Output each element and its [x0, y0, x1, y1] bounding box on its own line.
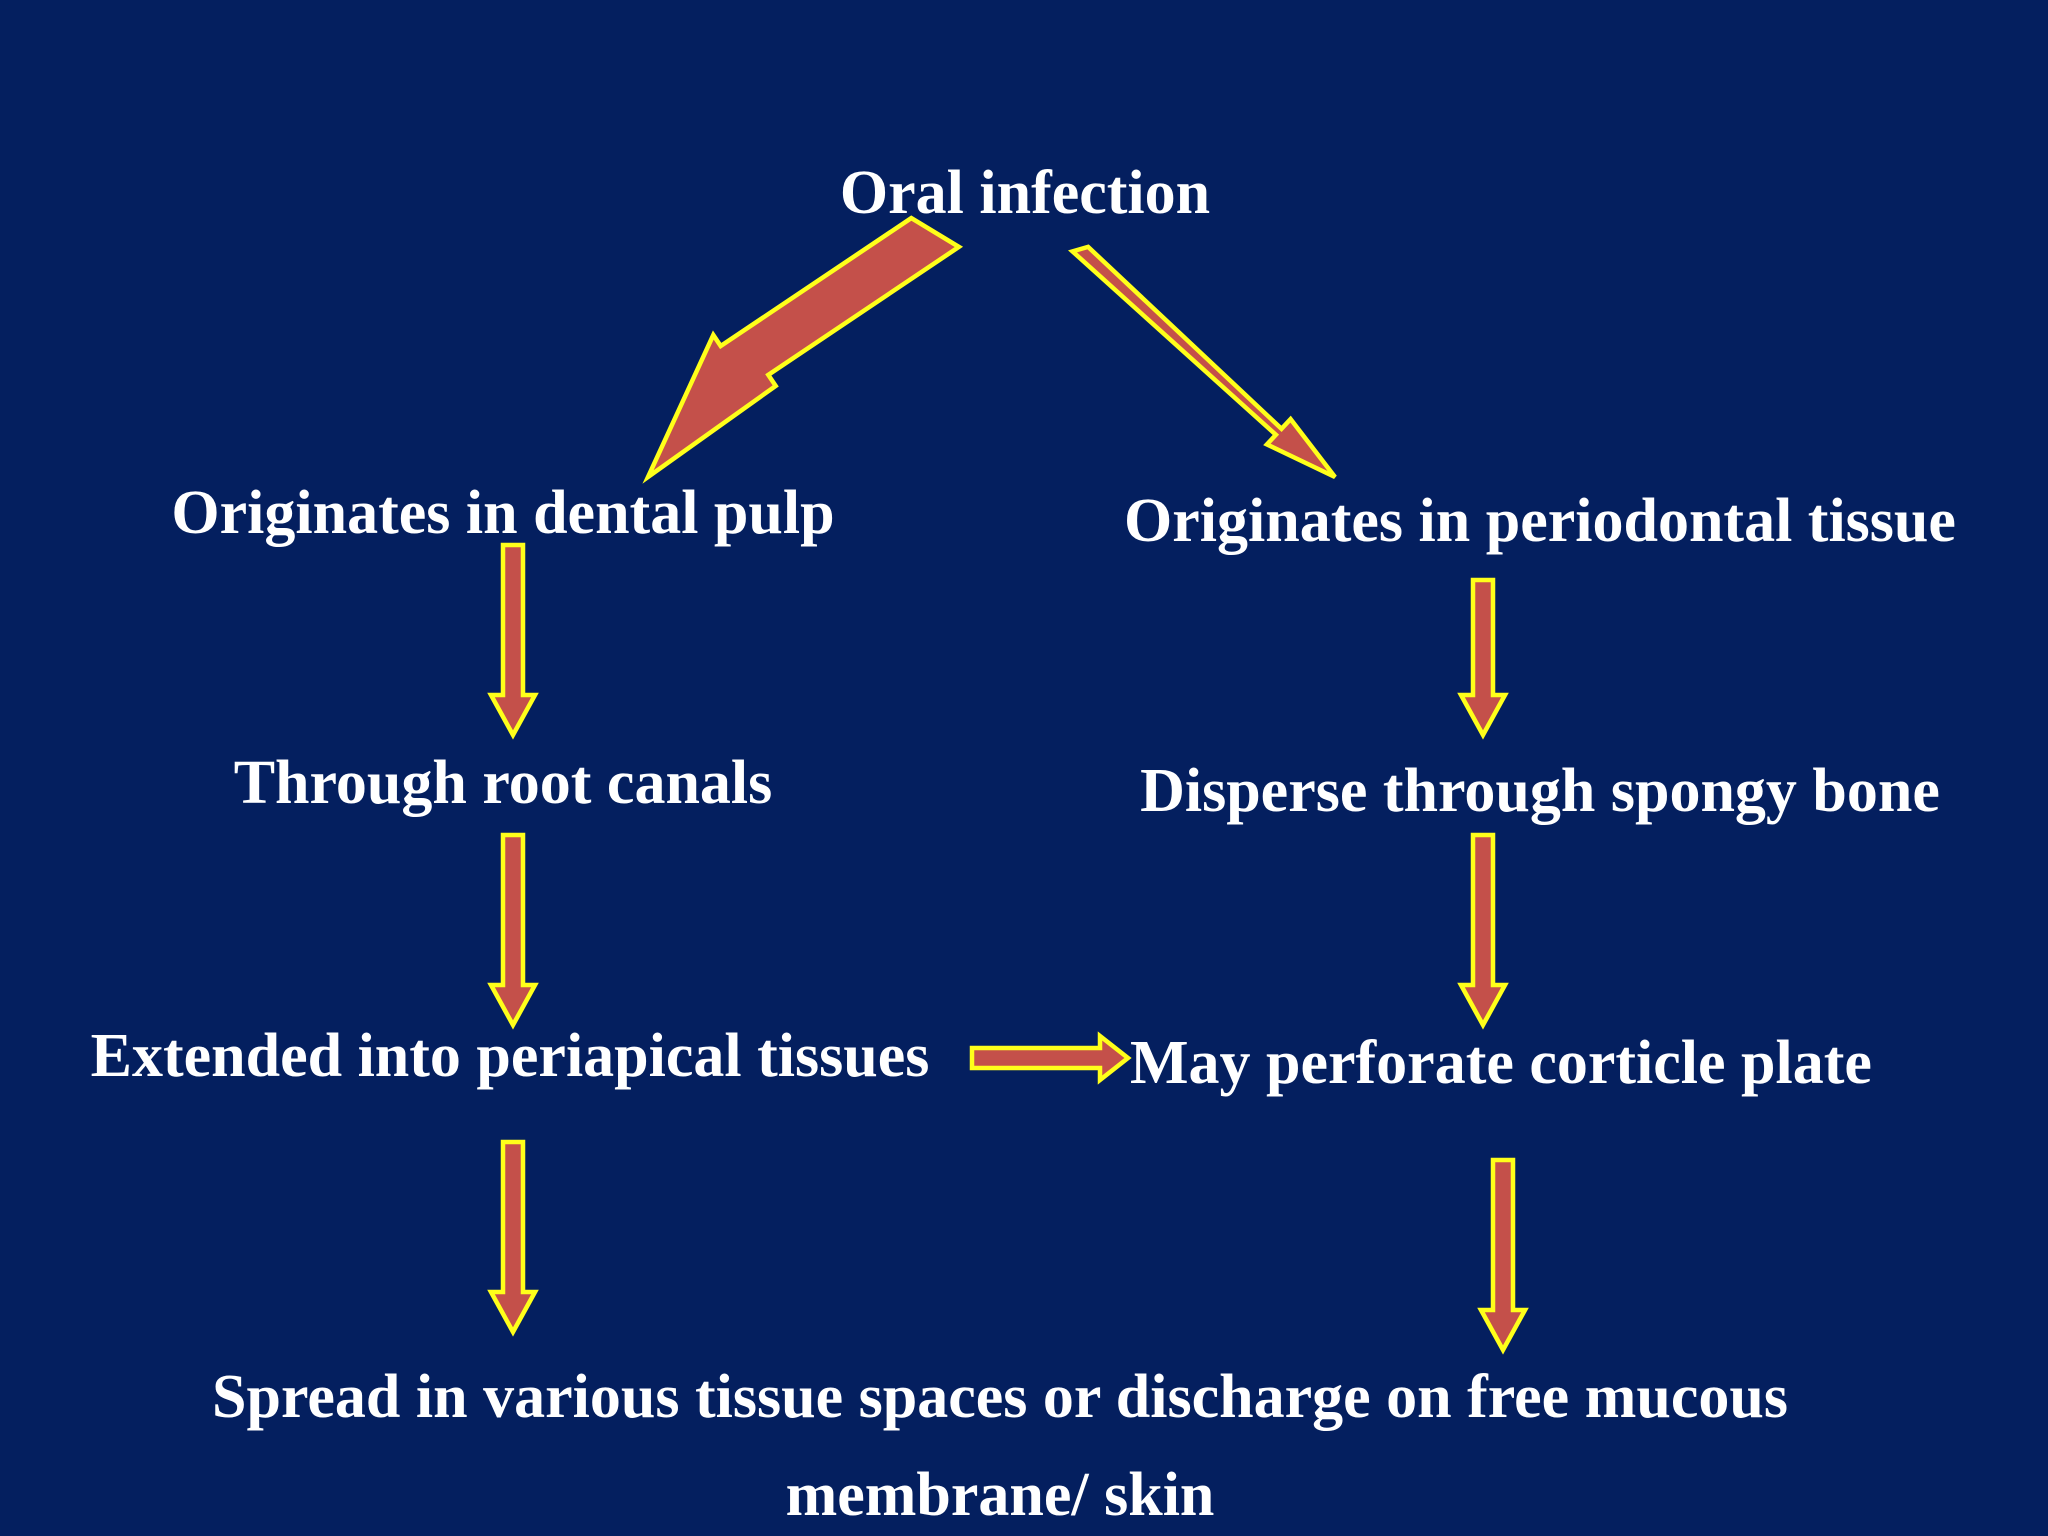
node-may-perforate-corticle-plate: May perforate corticle plate: [1130, 1029, 1872, 1097]
node-extended-periapical-tissues: Extended into periapical tissues: [90, 1022, 930, 1090]
arrow-pulp-to-root-canals: [487, 542, 539, 740]
node-through-root-canals: Through root canals: [233, 749, 773, 817]
node-spread-tissue-spaces: Spread in various tissue spaces or disch…: [212, 1363, 1788, 1529]
arrow-oral-to-pulp: [642, 215, 964, 484]
arrow-oral-to-periodontal: [1067, 244, 1337, 480]
arrow-periodontal-to-spongy-bone: [1457, 577, 1509, 740]
arrow-periapical-to-spread: [487, 1139, 539, 1337]
arrow-root-canals-to-periapical: [487, 832, 539, 1030]
node-oral-infection: Oral infection: [839, 159, 1211, 227]
arrow-periapical-to-corticle: [969, 1031, 1132, 1085]
arrow-spongy-bone-to-corticle: [1457, 832, 1509, 1030]
arrow-corticle-to-spread: [1477, 1157, 1529, 1355]
node-originates-periodontal-tissue: Originates in periodontal tissue: [1124, 487, 1956, 555]
node-disperse-spongy-bone: Disperse through spongy bone: [1140, 757, 1940, 825]
node-originates-dental-pulp: Originates in dental pulp: [171, 479, 835, 547]
